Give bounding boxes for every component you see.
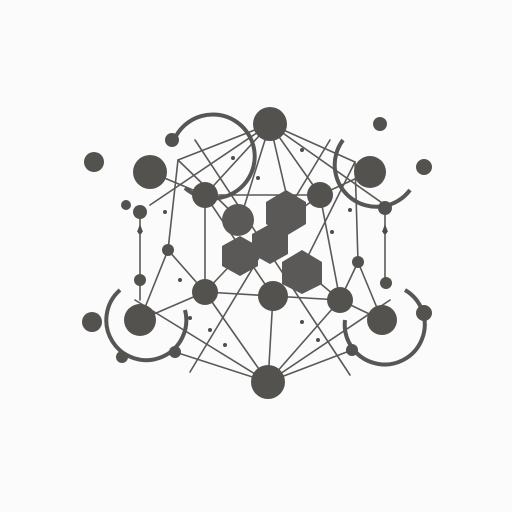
network-nodes	[82, 107, 432, 399]
central-hexagon-cluster	[222, 190, 322, 294]
arrow-marks	[137, 224, 388, 232]
